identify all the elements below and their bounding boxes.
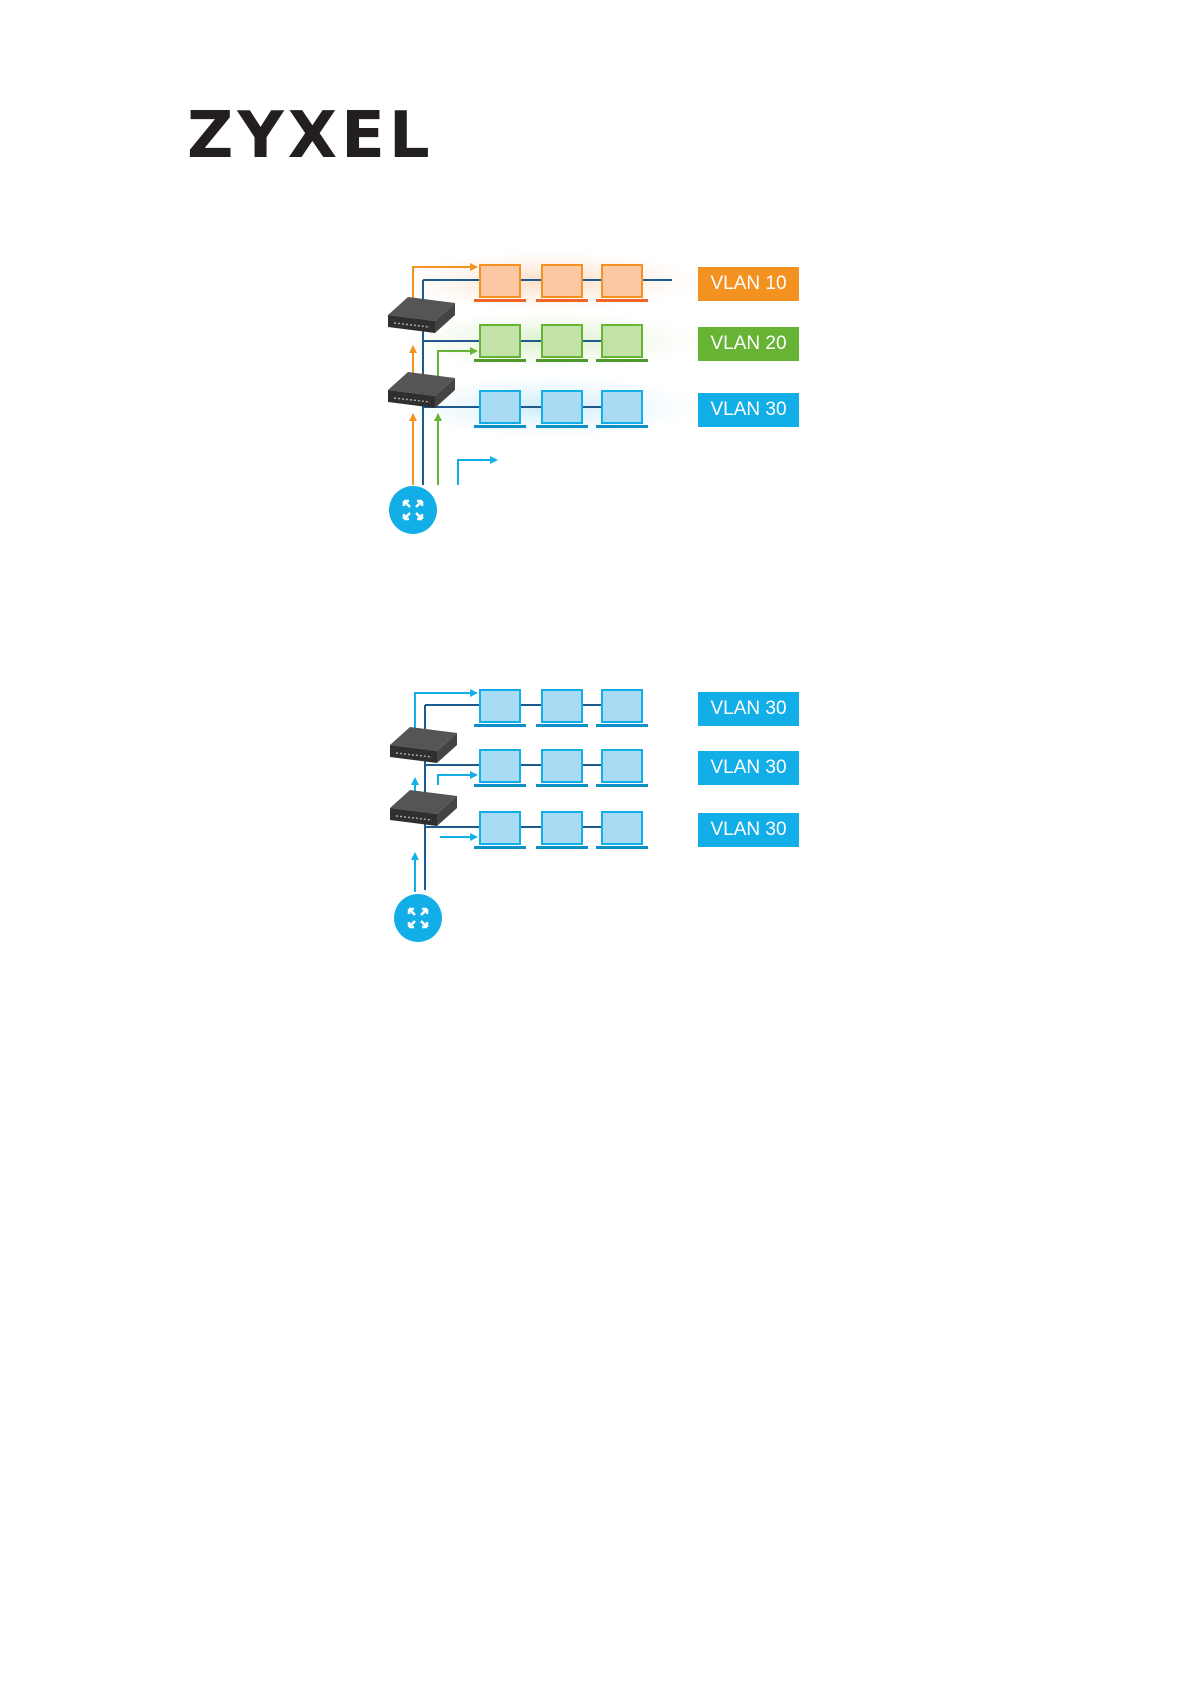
- laptop-icon: [536, 812, 588, 849]
- laptop-icon: [596, 750, 648, 787]
- network-switch-icon: [390, 727, 457, 763]
- laptop-icon: [536, 391, 588, 428]
- laptop-icon: [596, 325, 648, 362]
- network-switch-icon: [390, 790, 457, 826]
- zyxel-logo: ZYXEL: [187, 104, 434, 168]
- vlan-label: VLAN 30: [698, 751, 799, 785]
- vlan-diagram-single: VLAN 30 VLAN 30 VLAN 30: [380, 670, 820, 970]
- laptop-icon: [474, 690, 526, 727]
- vlan-label: VLAN 10: [698, 267, 799, 301]
- laptop-icon: [596, 391, 648, 428]
- vlan-label: VLAN 30: [698, 813, 799, 847]
- vlan-label: VLAN 20: [698, 327, 799, 361]
- vlan-label: VLAN 30: [698, 393, 799, 427]
- laptop-icon: [536, 325, 588, 362]
- laptop-icon: [474, 750, 526, 787]
- laptop-icon: [536, 690, 588, 727]
- laptop-icon: [536, 750, 588, 787]
- laptop-icon: [474, 391, 526, 428]
- laptop-icon: [596, 265, 648, 302]
- laptop-icon: [474, 325, 526, 362]
- laptop-icon: [474, 812, 526, 849]
- vlan-diagram-multi: VLAN 10 VLAN 20 VLAN 30: [380, 245, 820, 545]
- laptop-icon: [596, 690, 648, 727]
- vlan-label: VLAN 30: [698, 692, 799, 726]
- laptop-icon: [596, 812, 648, 849]
- router-icon: [394, 894, 442, 942]
- laptop-icon: [474, 265, 526, 302]
- laptop-icon: [536, 265, 588, 302]
- router-icon: [389, 486, 437, 534]
